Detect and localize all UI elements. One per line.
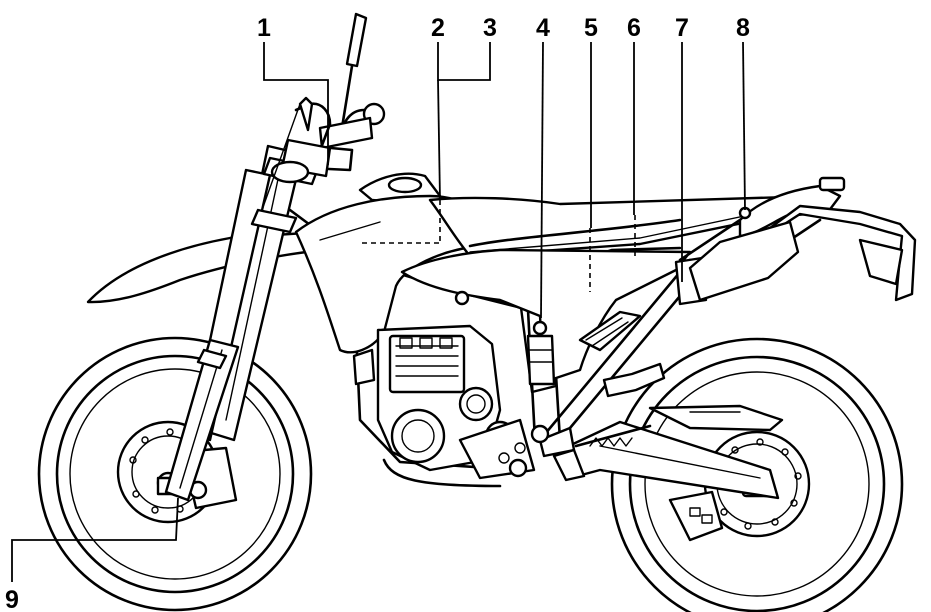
callout-8: 8 — [736, 14, 750, 42]
swingarm — [508, 362, 784, 500]
callout-6: 6 — [627, 14, 641, 42]
callout-5: 5 — [584, 14, 598, 42]
callout-9: 9 — [5, 586, 19, 612]
leader-line-8 — [742, 41, 746, 211]
leader-lines — [11, 41, 746, 582]
leader-line-9 — [11, 497, 179, 582]
front-fender — [86, 230, 324, 304]
callout-7: 7 — [675, 14, 689, 42]
front-wheel — [37, 336, 313, 612]
leader-line-2 — [437, 79, 441, 201]
exhaust — [468, 218, 800, 302]
callout-3: 3 — [483, 14, 497, 42]
leader-line-1 — [263, 42, 329, 165]
side-cover — [400, 215, 692, 384]
handlebar-cluster — [261, 12, 386, 211]
callout-1: 1 — [257, 14, 271, 42]
leader-line-2-3 — [437, 42, 491, 81]
fuel-tank — [294, 172, 492, 354]
front-forks — [164, 144, 320, 502]
rear-shock — [526, 320, 556, 386]
callout-2: 2 — [431, 14, 445, 42]
engine — [352, 290, 536, 488]
leader-line-4 — [540, 41, 544, 319]
callout-4: 4 — [536, 14, 550, 42]
callout-labels: 1 2 3 4 5 6 7 8 9 — [5, 14, 750, 612]
